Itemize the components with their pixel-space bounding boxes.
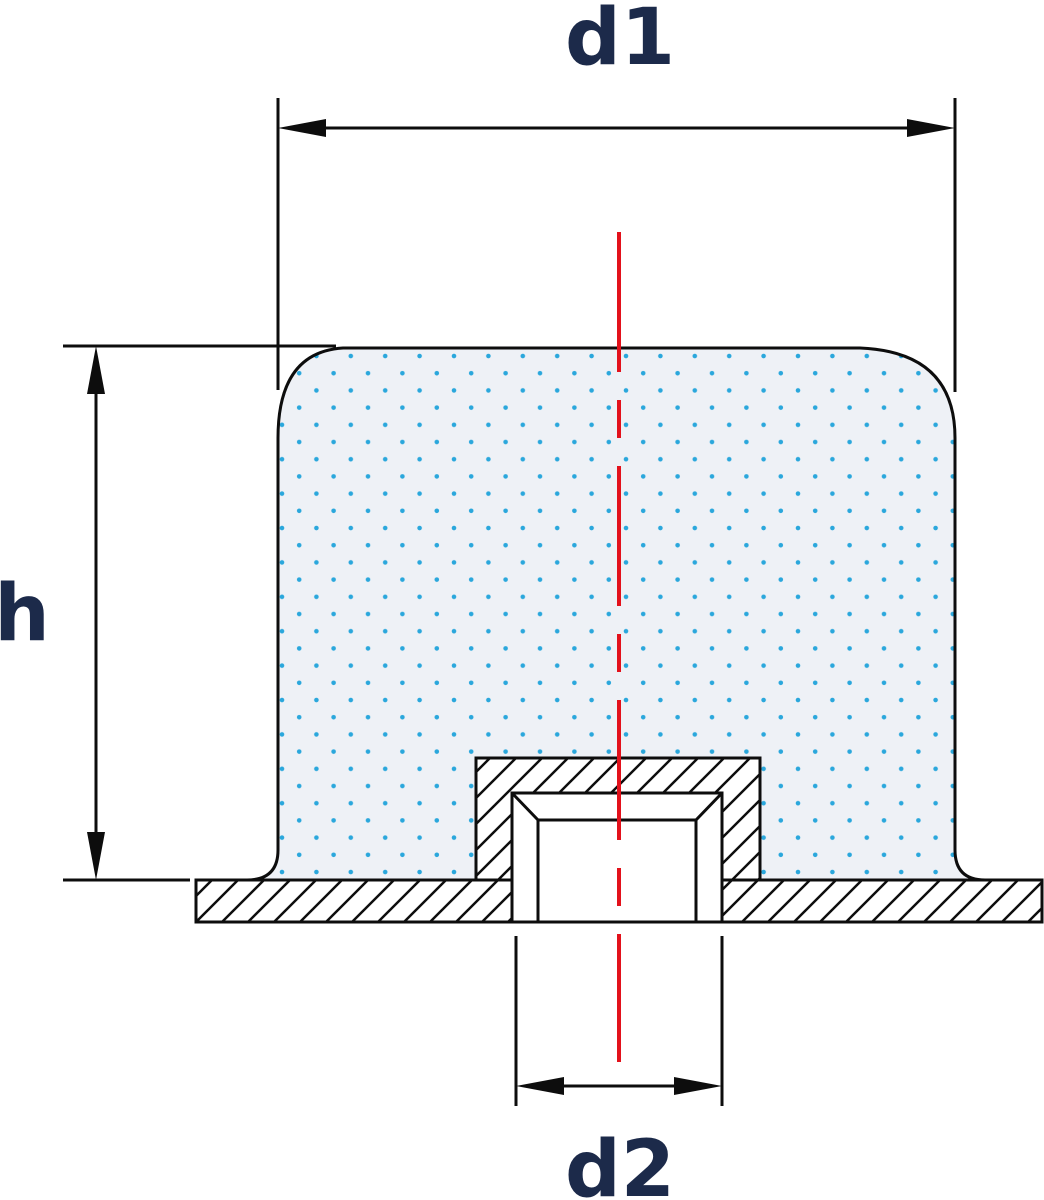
rubber-body [246, 346, 986, 882]
d2-dimension [514, 936, 724, 1106]
d1-label: d1 [565, 0, 675, 83]
h-label: h [0, 569, 50, 659]
d1-dimension [276, 98, 957, 392]
base-plate [194, 878, 1044, 924]
d2-label: d2 [565, 1125, 675, 1200]
h-dimension [63, 344, 336, 882]
